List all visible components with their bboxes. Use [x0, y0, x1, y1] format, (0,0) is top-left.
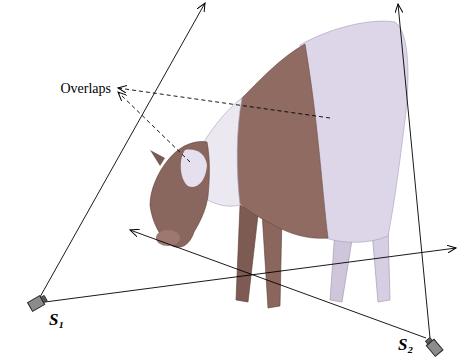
cow-body — [230, 44, 328, 238]
leader-line — [118, 92, 190, 162]
view-ray — [130, 230, 426, 338]
view-ray — [45, 248, 456, 302]
cow-illustration — [150, 21, 408, 308]
camera-label: S₂ — [397, 335, 414, 355]
leader-line — [118, 88, 330, 118]
cow-ear — [150, 150, 165, 166]
callout-label: Overlaps — [59, 81, 112, 97]
camera-icon — [424, 336, 443, 356]
view-ray — [398, 4, 430, 338]
cow-head-patch — [181, 150, 207, 187]
cow-head — [150, 142, 209, 248]
camera-icon — [28, 294, 49, 312]
view-ray — [40, 3, 205, 297]
cow-leg — [236, 205, 258, 302]
camera-label: S₁ — [48, 310, 65, 330]
